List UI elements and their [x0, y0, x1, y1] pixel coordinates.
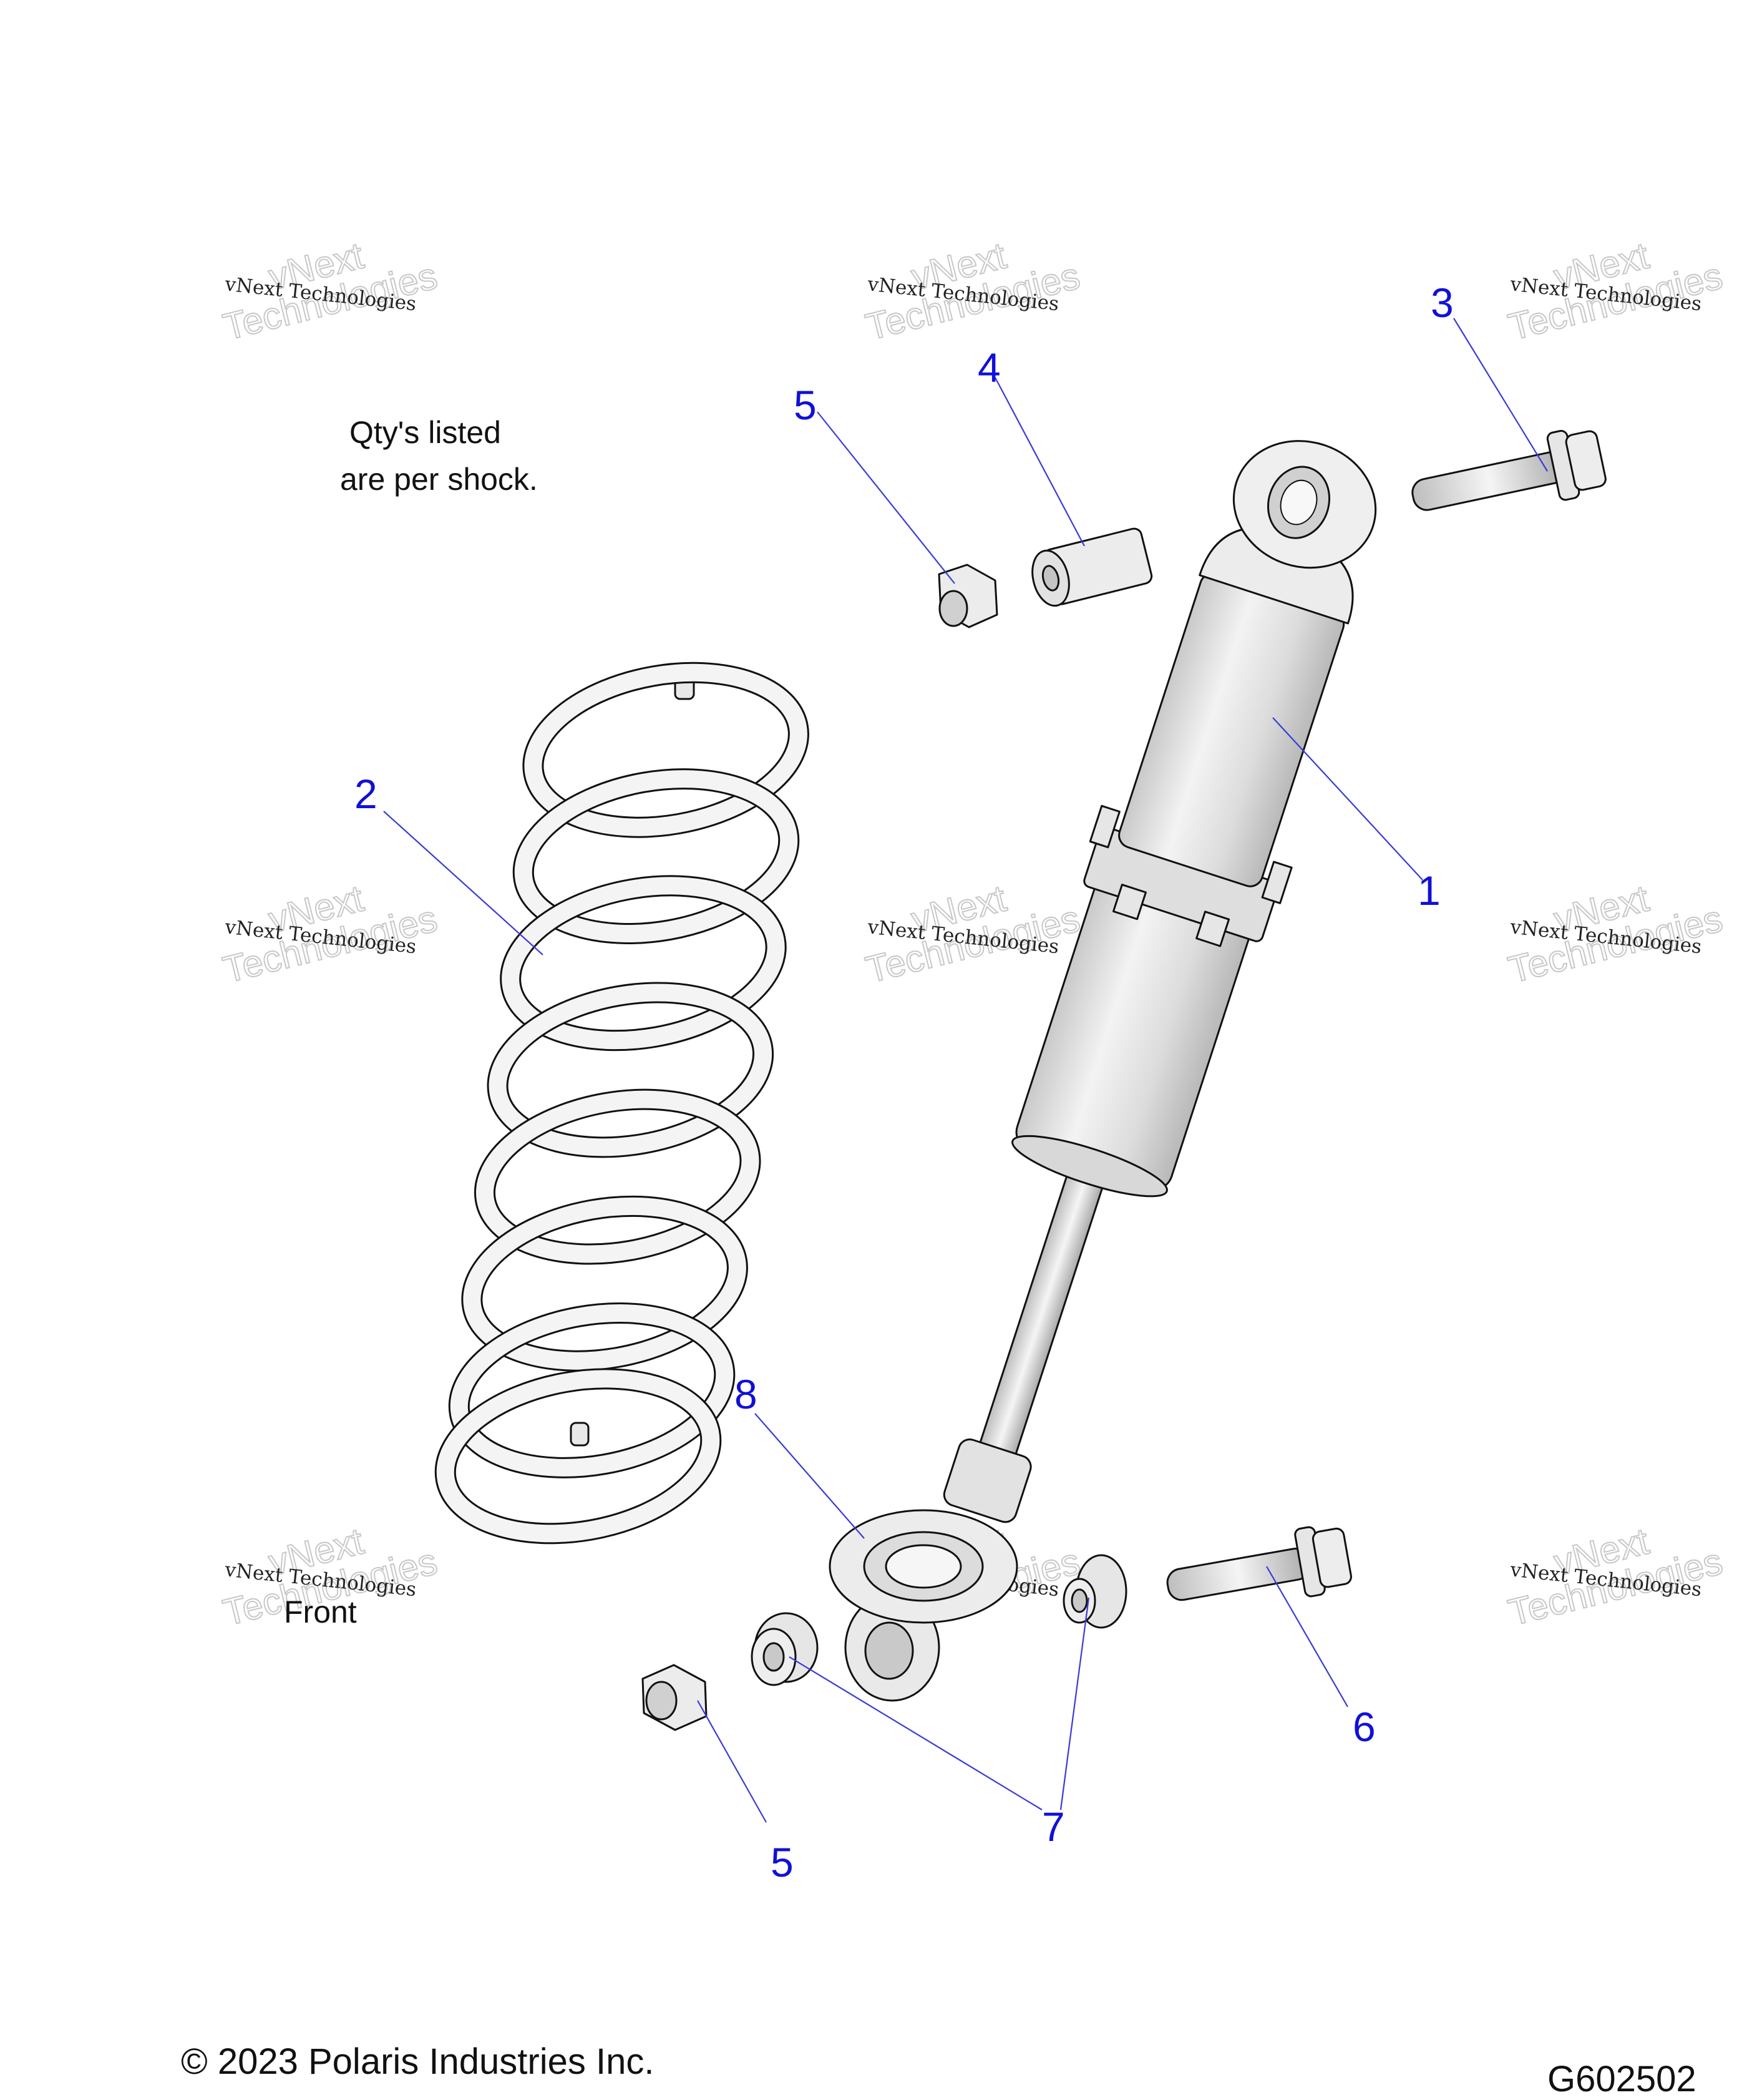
upper-bushing	[1031, 527, 1153, 607]
callout-5-lower: 5	[771, 1839, 794, 1885]
upper-nut	[938, 564, 998, 628]
watermark-middle-left: Technologies vNext vNext Technologies	[218, 877, 442, 992]
leader-line-2	[383, 811, 543, 955]
callout-3: 3	[1431, 280, 1454, 326]
watermark-bottom-right: Technologies vNext vNext Technologies	[1504, 1520, 1727, 1634]
watermark-top-right: Technologies vNext vNext Technologies	[1504, 234, 1727, 349]
coil-spring	[434, 662, 809, 1545]
watermark-middle-center: Technologies vNext vNext Technologies	[861, 877, 1084, 992]
shock-upper-body	[1118, 572, 1345, 887]
watermark-top-left: Technologies vNext vNext Technologies	[218, 234, 442, 349]
leader-line-8	[754, 1413, 865, 1539]
copyright-text: © 2023 Polaris Industries Inc.	[181, 2041, 655, 2082]
watermark-middle-right: Technologies vNext vNext Technologies	[1504, 877, 1727, 992]
callout-5-upper: 5	[794, 382, 817, 428]
quantity-note-line-1: Qty's listed	[349, 415, 501, 450]
leader-line-3	[1453, 318, 1548, 472]
callouts: 1 2 3 4 5 5 6 7 8	[354, 280, 1454, 1885]
shock-absorber	[844, 440, 1377, 1702]
spring-end-tab	[570, 1422, 590, 1447]
watermark-top-center: Technologies vNext vNext Technologies	[861, 234, 1084, 349]
leader-line-7-right	[1059, 1597, 1090, 1810]
lower-nut	[641, 1664, 708, 1731]
callout-4: 4	[978, 344, 1001, 391]
callout-1: 1	[1418, 867, 1441, 914]
shock-lower-end	[943, 1438, 1032, 1523]
callout-7: 7	[1042, 1804, 1065, 1850]
leader-line-1	[1272, 717, 1423, 881]
callout-8: 8	[734, 1371, 757, 1417]
leader-line-5-upper	[817, 411, 955, 584]
leader-line-6	[1266, 1566, 1348, 1707]
callout-2: 2	[354, 771, 377, 817]
leader-lines	[383, 318, 1548, 1823]
callout-6: 6	[1353, 1704, 1376, 1750]
leader-line-7-left	[789, 1656, 1043, 1810]
upper-bolt	[1411, 429, 1607, 511]
figure-id: G602502	[1547, 2059, 1696, 2099]
lower-bushing-right	[1063, 1554, 1127, 1629]
lower-bushing-left	[751, 1612, 819, 1686]
leader-line-5-lower	[697, 1700, 767, 1823]
quantity-note-line-2: are per shock.	[340, 462, 538, 497]
leader-line-4	[995, 377, 1085, 547]
spring-seat	[829, 1509, 1018, 1624]
front-label: Front	[284, 1595, 357, 1629]
lower-bolt	[1166, 1526, 1352, 1601]
